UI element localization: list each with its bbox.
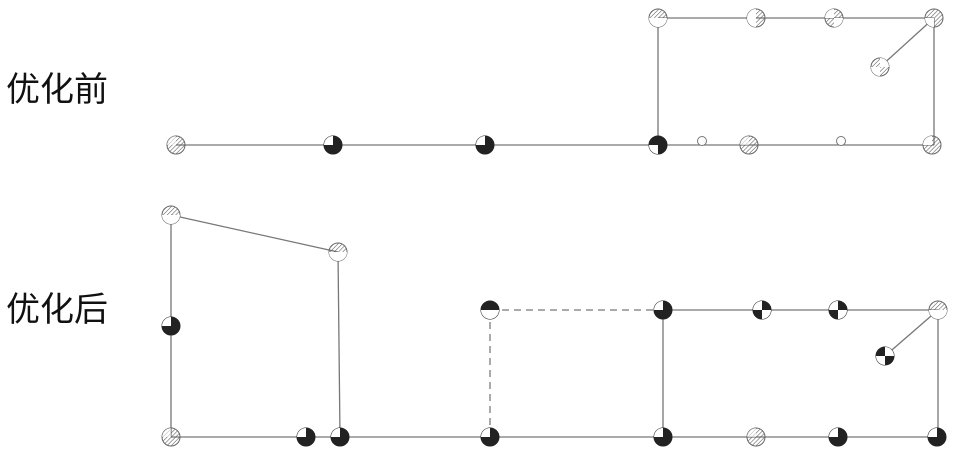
node-dark bbox=[161, 316, 181, 336]
node-hatched bbox=[922, 135, 942, 155]
node-dark bbox=[653, 300, 673, 320]
node-dark bbox=[828, 427, 848, 447]
label-after-optimization: 优化后 bbox=[6, 290, 108, 330]
before-edges bbox=[176, 17, 935, 146]
node-hatched bbox=[928, 300, 948, 320]
node-small-open bbox=[697, 136, 707, 146]
node-hatched bbox=[924, 8, 944, 28]
node-dark bbox=[480, 427, 500, 447]
after-edges bbox=[170, 214, 939, 438]
node-dark bbox=[648, 135, 668, 155]
node-hatched bbox=[328, 242, 348, 262]
node-hatched bbox=[648, 8, 668, 28]
node-dark bbox=[828, 300, 848, 320]
node-dark bbox=[475, 135, 495, 155]
node-hatched bbox=[161, 205, 181, 225]
node-dark bbox=[480, 300, 500, 320]
node-dark bbox=[296, 427, 316, 447]
after-dashed-edges bbox=[489, 309, 663, 437]
label-before-optimization: 优化前 bbox=[6, 70, 108, 110]
node-hatched bbox=[746, 8, 766, 28]
node-hatched bbox=[166, 135, 186, 155]
node-small-open bbox=[836, 136, 846, 146]
node-hatched bbox=[739, 135, 759, 155]
node-dark bbox=[330, 427, 350, 447]
node-dark bbox=[927, 427, 947, 447]
node-dark bbox=[752, 300, 772, 320]
node-dark bbox=[653, 427, 673, 447]
node-dark bbox=[323, 135, 343, 155]
node-dark bbox=[875, 346, 895, 366]
node-hatched bbox=[746, 427, 766, 447]
node-hatched bbox=[824, 8, 844, 28]
node-hatched bbox=[161, 427, 181, 447]
node-hatched bbox=[870, 57, 890, 77]
